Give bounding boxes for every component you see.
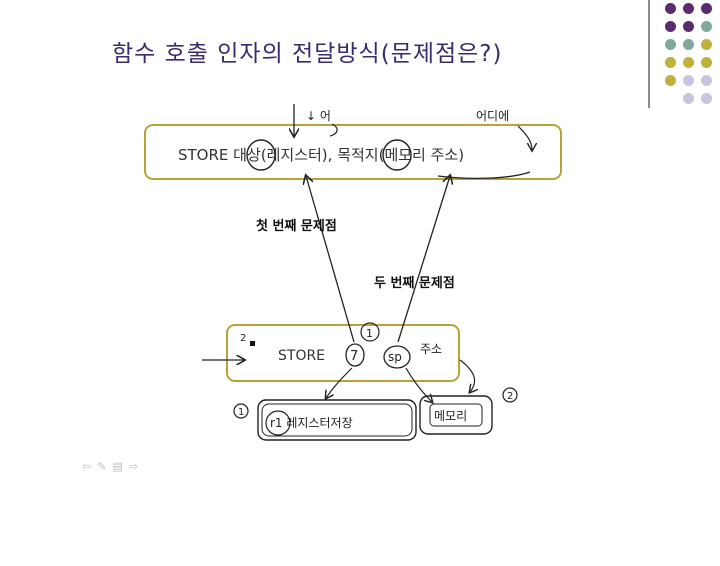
back-icon[interactable]: ⇦ bbox=[82, 460, 92, 473]
marker-2: 2 bbox=[507, 391, 513, 402]
top-instruction-box bbox=[144, 124, 562, 180]
arrow-to-register bbox=[326, 367, 353, 398]
arrow-first-problem bbox=[306, 176, 355, 343]
underline-mark-address bbox=[437, 171, 531, 179]
forward-icon[interactable]: ⇨ bbox=[128, 460, 139, 473]
cursor-mark bbox=[250, 341, 255, 346]
menu-icon[interactable]: ▤ bbox=[112, 460, 123, 473]
marker-circle-1 bbox=[233, 403, 249, 419]
bottom-arg2: sp bbox=[388, 350, 402, 364]
bottom-store-text: STORE bbox=[278, 348, 325, 364]
label-first-problem: 첫 번째 문제점 bbox=[256, 218, 337, 234]
top-instruction-text: STORE 대상(레지스터), 목적지(메모리 주소) bbox=[178, 146, 464, 164]
bottom-instruction-box bbox=[226, 324, 460, 382]
bottom-arg1: 7 bbox=[350, 349, 358, 364]
circle-arg-seven bbox=[345, 343, 365, 367]
annotation-arrow-where bbox=[517, 125, 532, 150]
marker-1-top: 1 bbox=[366, 327, 373, 340]
marker-circle-2 bbox=[502, 387, 518, 403]
box-register-text: r1 레지스터저장 bbox=[270, 416, 353, 430]
decorative-vertical-rule bbox=[648, 0, 650, 108]
annotation-what: ↓ 어 bbox=[306, 109, 331, 123]
pen-icon[interactable]: ✎ bbox=[97, 460, 107, 473]
marker-1: 1 bbox=[238, 407, 244, 418]
marker-left: 2 bbox=[240, 333, 246, 344]
circle-arg-sp bbox=[383, 345, 411, 369]
box-memory-text: 메모리 bbox=[434, 409, 467, 423]
circle-mark-operand bbox=[246, 139, 276, 171]
arrow-second-problem bbox=[397, 176, 450, 343]
register-result-box-inner bbox=[261, 403, 413, 437]
label-second-problem: 두 번째 문제점 bbox=[374, 276, 455, 291]
arrow-to-memory bbox=[405, 367, 432, 402]
memory-result-box-inner bbox=[429, 403, 483, 427]
bottom-arg2-note: 주소 bbox=[420, 342, 442, 356]
memory-result-box bbox=[419, 395, 493, 435]
circle-register-r1 bbox=[265, 410, 291, 436]
diagram-overlay: STORE 대상(레지스터), 목적지(메모리 주소) ↓ 어 어디에 첫 번째… bbox=[178, 104, 720, 441]
circle-mark-destination bbox=[382, 139, 412, 171]
slide-title: 함수 호출 인자의 전달방식(문제점은?) bbox=[112, 41, 503, 67]
annotation-where: 어디에 bbox=[476, 109, 509, 123]
register-result-box bbox=[257, 399, 417, 441]
presentation-toolbar: ⇦ ✎ ▤ ⇨ bbox=[82, 460, 138, 473]
slide-canvas: 함수 호출 인자의 전달방식(문제점은?) STORE 대상(레지스터), 목 bbox=[80, 0, 720, 476]
marker-circle-1-top bbox=[360, 322, 380, 342]
curve-arrow-note bbox=[459, 359, 475, 392]
annotation-squiggle bbox=[329, 123, 338, 137]
